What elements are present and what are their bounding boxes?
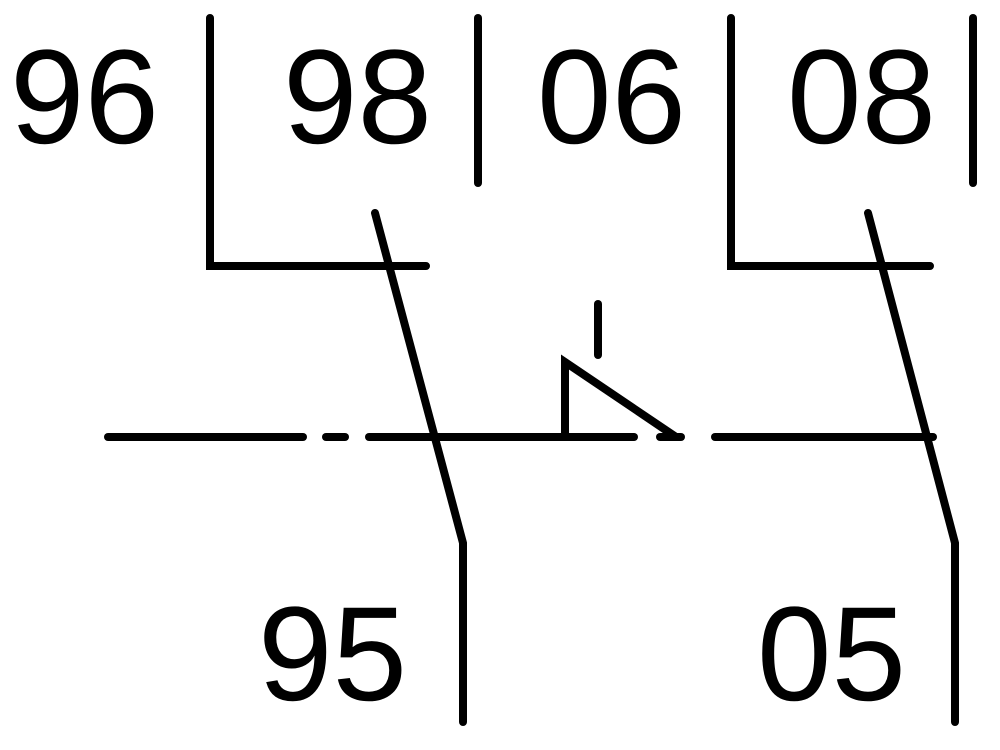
- actuator-symbol: [561, 300, 680, 441]
- wire-06-terminal: [727, 14, 934, 270]
- actuator-wedge: [561, 354, 680, 441]
- right-contact-blade: [864, 209, 959, 726]
- left-changeover-contact: [206, 14, 482, 726]
- terminal-label-96: 96: [10, 23, 159, 172]
- right-changeover-contact: [727, 14, 977, 726]
- terminal-label-95: 95: [258, 580, 407, 729]
- left-contact-blade: [371, 209, 467, 726]
- terminal-label-08: 08: [787, 23, 936, 172]
- terminal-label-05: 05: [757, 580, 906, 729]
- terminal-label-06: 06: [537, 23, 686, 172]
- terminal-label-98: 98: [283, 23, 432, 172]
- wire-96-terminal: [206, 14, 430, 270]
